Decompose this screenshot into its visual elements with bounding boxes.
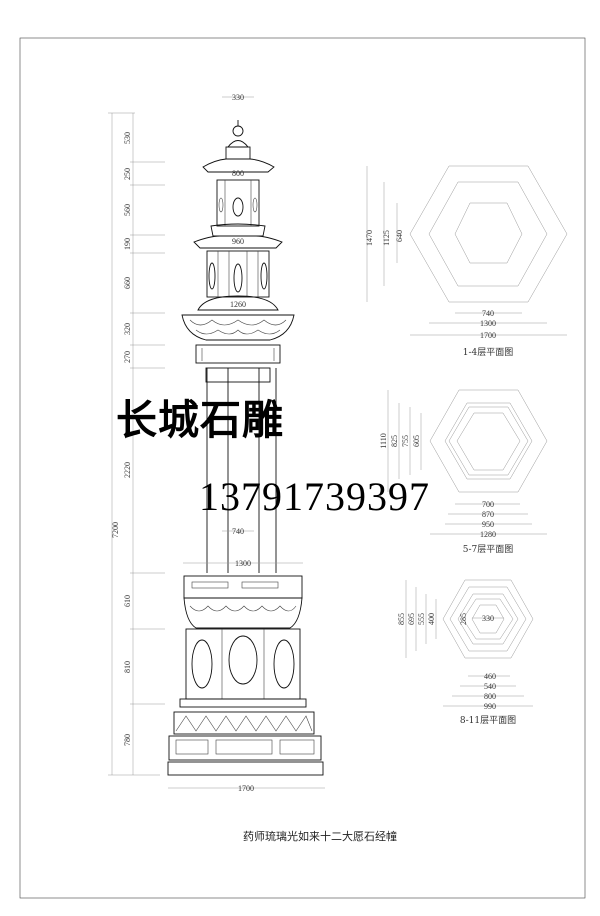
plan-width-label: 1700: [480, 331, 496, 340]
drawing-title: 药师琉璃光如来十二大愿石经幢: [243, 830, 397, 843]
segment-label: 780: [123, 734, 132, 746]
overall-height-dimension: 7200: [108, 112, 160, 776]
pillar-elevation: 330 800 960 1260 740 1300: [167, 93, 325, 793]
plan-label: 1-4层平面图: [463, 347, 514, 358]
plan-height-label: 400: [427, 613, 436, 625]
plan-height-label: 825: [390, 435, 399, 447]
segment-label: 250: [123, 168, 132, 180]
plan-width-label: 540: [484, 682, 496, 691]
plan-view-5-7: 1110 825 755 605 700 870 950 1280 5-7层平面…: [379, 389, 548, 555]
plan-label: 8-11层平面图: [460, 715, 516, 726]
inner-width-label: 960: [232, 237, 244, 246]
segment-label: 610: [123, 595, 132, 607]
plan-height-label: 755: [401, 435, 410, 447]
watermark-phone: 13791739397: [199, 474, 430, 519]
segment-label: 560: [123, 204, 132, 216]
plan-width-label: 1280: [480, 530, 496, 539]
segment-label: 190: [123, 238, 132, 250]
plan-height-label: 555: [417, 613, 426, 625]
inner-width-label: 1260: [230, 300, 246, 309]
plan-height-label: 285: [459, 613, 468, 625]
segment-label: 2220: [123, 462, 132, 478]
plan-view-8-11: 855 695 555 400 285 330 460 540 800 990 …: [397, 579, 534, 726]
inner-width-label: 740: [232, 527, 244, 536]
segment-label: 320: [123, 323, 132, 335]
plan-height-label: 1110: [379, 433, 388, 448]
plan-width-label: 330: [482, 614, 494, 623]
plan-height-label: 640: [395, 230, 404, 242]
base-upper-width-label: 1300: [235, 559, 251, 568]
segment-label: 270: [123, 351, 132, 363]
overall-height-label: 7200: [111, 522, 120, 538]
inner-width-label: 800: [232, 169, 244, 178]
plan-height-label: 695: [407, 613, 416, 625]
plan-width-label: 740: [482, 309, 494, 318]
plan-height-label: 1125: [382, 230, 391, 246]
watermark-company: 长城石雕: [116, 396, 284, 444]
sheet-border: [19, 37, 586, 899]
plan-height-label: 855: [397, 613, 406, 625]
segment-label: 530: [123, 132, 132, 144]
plan-width-label: 870: [482, 510, 494, 519]
segment-dimensions: 530 250 560 190 660 320 270 2220 610 810…: [123, 113, 165, 775]
plan-height-label: 605: [412, 435, 421, 447]
plan-height-label: 1470: [365, 230, 374, 246]
segment-label: 660: [123, 277, 132, 289]
plan-label: 5-7层平面图: [463, 544, 514, 555]
top-width-label: 330: [232, 93, 244, 102]
plan-width-label: 950: [482, 520, 494, 529]
segment-label: 810: [123, 661, 132, 673]
plan-width-label: 800: [484, 692, 496, 701]
plan-width-label: 460: [484, 672, 496, 681]
plan-width-label: 1300: [480, 319, 496, 328]
plan-width-label: 990: [484, 702, 496, 711]
base-width-label: 1700: [238, 784, 254, 793]
plan-view-1-4: 1470 1125 640 740 1300 1700 1-4层平面图: [365, 165, 568, 358]
plan-width-label: 700: [482, 500, 494, 509]
